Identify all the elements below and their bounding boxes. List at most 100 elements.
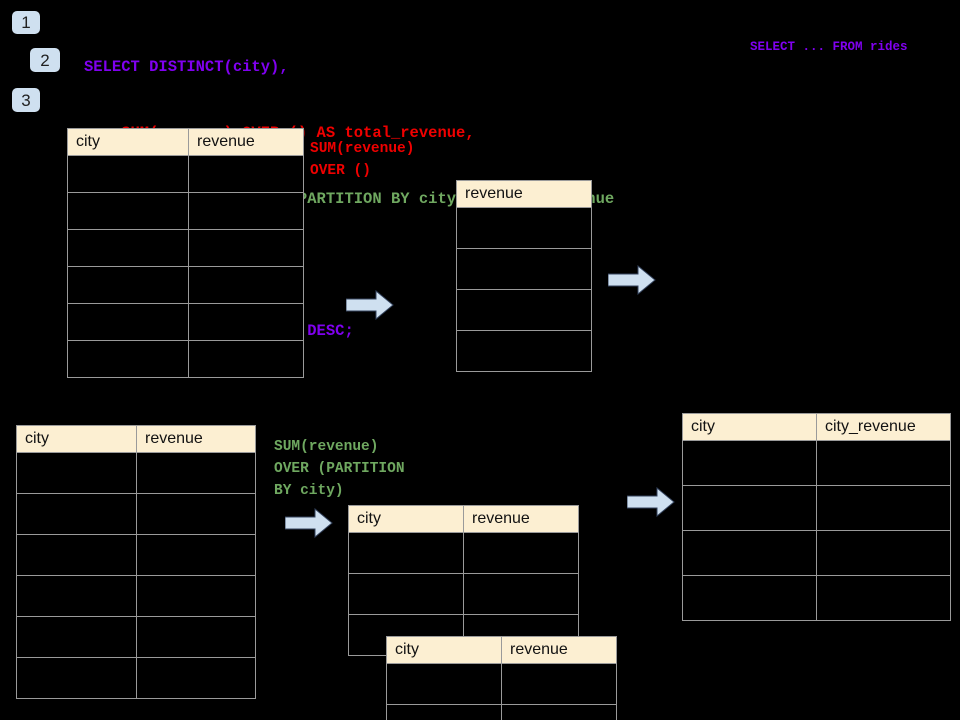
table-row — [456, 330, 592, 372]
table-row — [16, 493, 256, 535]
cell-city — [16, 452, 137, 494]
arrow-source-to-partition — [284, 507, 333, 543]
cell-city — [67, 303, 189, 341]
cell-city — [16, 616, 137, 658]
cell-revenue — [501, 663, 617, 705]
table-header-row: city revenue — [67, 128, 304, 156]
cell-city — [386, 663, 502, 705]
cell-revenue — [188, 229, 304, 267]
column-header-city-revenue: city_revenue — [816, 413, 951, 441]
cell-city — [682, 530, 817, 576]
table-row — [386, 704, 617, 720]
column-header-revenue: revenue — [188, 128, 304, 156]
cell-city-revenue — [816, 485, 951, 531]
column-header-revenue: revenue — [456, 180, 592, 208]
cell-city-revenue — [816, 530, 951, 576]
table-header-row: city city_revenue — [682, 413, 951, 441]
column-header-city: city — [16, 425, 137, 453]
step-badge-2: 2 — [30, 48, 60, 72]
step-badge-1-label: 1 — [21, 13, 31, 32]
step-badge-3-label: 3 — [21, 90, 31, 110]
final-result-table: city city_revenue — [682, 413, 951, 621]
cell-city — [682, 575, 817, 621]
table-row — [67, 155, 304, 193]
table-row — [67, 340, 304, 378]
table-row — [456, 289, 592, 331]
cell-revenue — [136, 534, 256, 576]
table-row — [456, 248, 592, 290]
table-header-row: city revenue — [348, 505, 579, 533]
column-header-city: city — [67, 128, 189, 156]
table-row — [682, 530, 951, 576]
arrow-total-to-result — [607, 264, 656, 300]
table-row — [456, 207, 592, 249]
column-header-city: city — [682, 413, 817, 441]
cell-revenue — [188, 303, 304, 341]
cell-revenue — [188, 340, 304, 378]
table-row — [16, 534, 256, 576]
cell-revenue — [136, 452, 256, 494]
cell-city — [16, 534, 137, 576]
cell-revenue — [456, 207, 592, 249]
cell-revenue — [136, 575, 256, 617]
cell-revenue — [456, 248, 592, 290]
step-badge-2-label: 2 — [40, 50, 50, 70]
cell-city — [348, 532, 464, 574]
cell-city — [348, 573, 464, 615]
cell-city-revenue — [816, 575, 951, 621]
table-row — [67, 192, 304, 230]
column-header-revenue: revenue — [463, 505, 579, 533]
table-row — [16, 452, 256, 494]
cell-revenue — [136, 616, 256, 658]
cell-revenue — [501, 704, 617, 720]
column-header-revenue: revenue — [136, 425, 256, 453]
table-header-row: city revenue — [386, 636, 617, 664]
partition-group-table-back: city revenue — [348, 505, 579, 656]
cell-city — [67, 229, 189, 267]
cell-city — [16, 657, 137, 699]
annotation-sum-over-partition: SUM(revenue) OVER (PARTITION BY city) — [274, 439, 405, 499]
column-header-city: city — [386, 636, 502, 664]
table-row — [16, 575, 256, 617]
rides-source-table-bottom: city revenue — [16, 425, 256, 699]
arrow-right-icon — [626, 486, 675, 518]
cell-city — [67, 340, 189, 378]
total-revenue-table: revenue — [456, 180, 592, 372]
cell-city — [16, 575, 137, 617]
rides-source-table-top: city revenue — [67, 128, 304, 378]
table-row — [67, 229, 304, 267]
cell-city-revenue — [816, 440, 951, 486]
cell-revenue — [188, 192, 304, 230]
cell-city — [682, 485, 817, 531]
cell-revenue — [136, 493, 256, 535]
partition-group-table-front: city revenue — [386, 636, 617, 720]
table-row — [348, 573, 579, 615]
table-row — [16, 657, 256, 699]
table-header-row: city revenue — [16, 425, 256, 453]
cell-revenue — [188, 155, 304, 193]
cell-city — [16, 493, 137, 535]
arrow-right-icon — [607, 264, 656, 296]
cell-city — [682, 440, 817, 486]
table-header-row: revenue — [456, 180, 592, 208]
cell-revenue — [456, 289, 592, 331]
table-row — [386, 663, 617, 705]
table-row — [348, 532, 579, 574]
cell-revenue — [136, 657, 256, 699]
column-header-revenue: revenue — [501, 636, 617, 664]
step-badge-3: 3 — [12, 88, 40, 112]
cell-city — [67, 192, 189, 230]
side-note-select-from-rides: SELECT ... FROM rides — [750, 40, 908, 54]
sql-line-select: SELECT DISTINCT(city), — [84, 58, 289, 76]
cell-revenue — [456, 330, 592, 372]
cell-city — [386, 704, 502, 720]
step-badge-1: 1 — [12, 11, 40, 34]
table-row — [67, 303, 304, 341]
annotation-sum-over-empty: SUM(revenue) OVER () — [310, 141, 415, 179]
table-row — [67, 266, 304, 304]
cell-city — [67, 266, 189, 304]
arrow-partition-to-result — [626, 486, 675, 522]
arrow-right-icon — [284, 507, 333, 539]
column-header-city: city — [348, 505, 464, 533]
table-row — [682, 440, 951, 486]
